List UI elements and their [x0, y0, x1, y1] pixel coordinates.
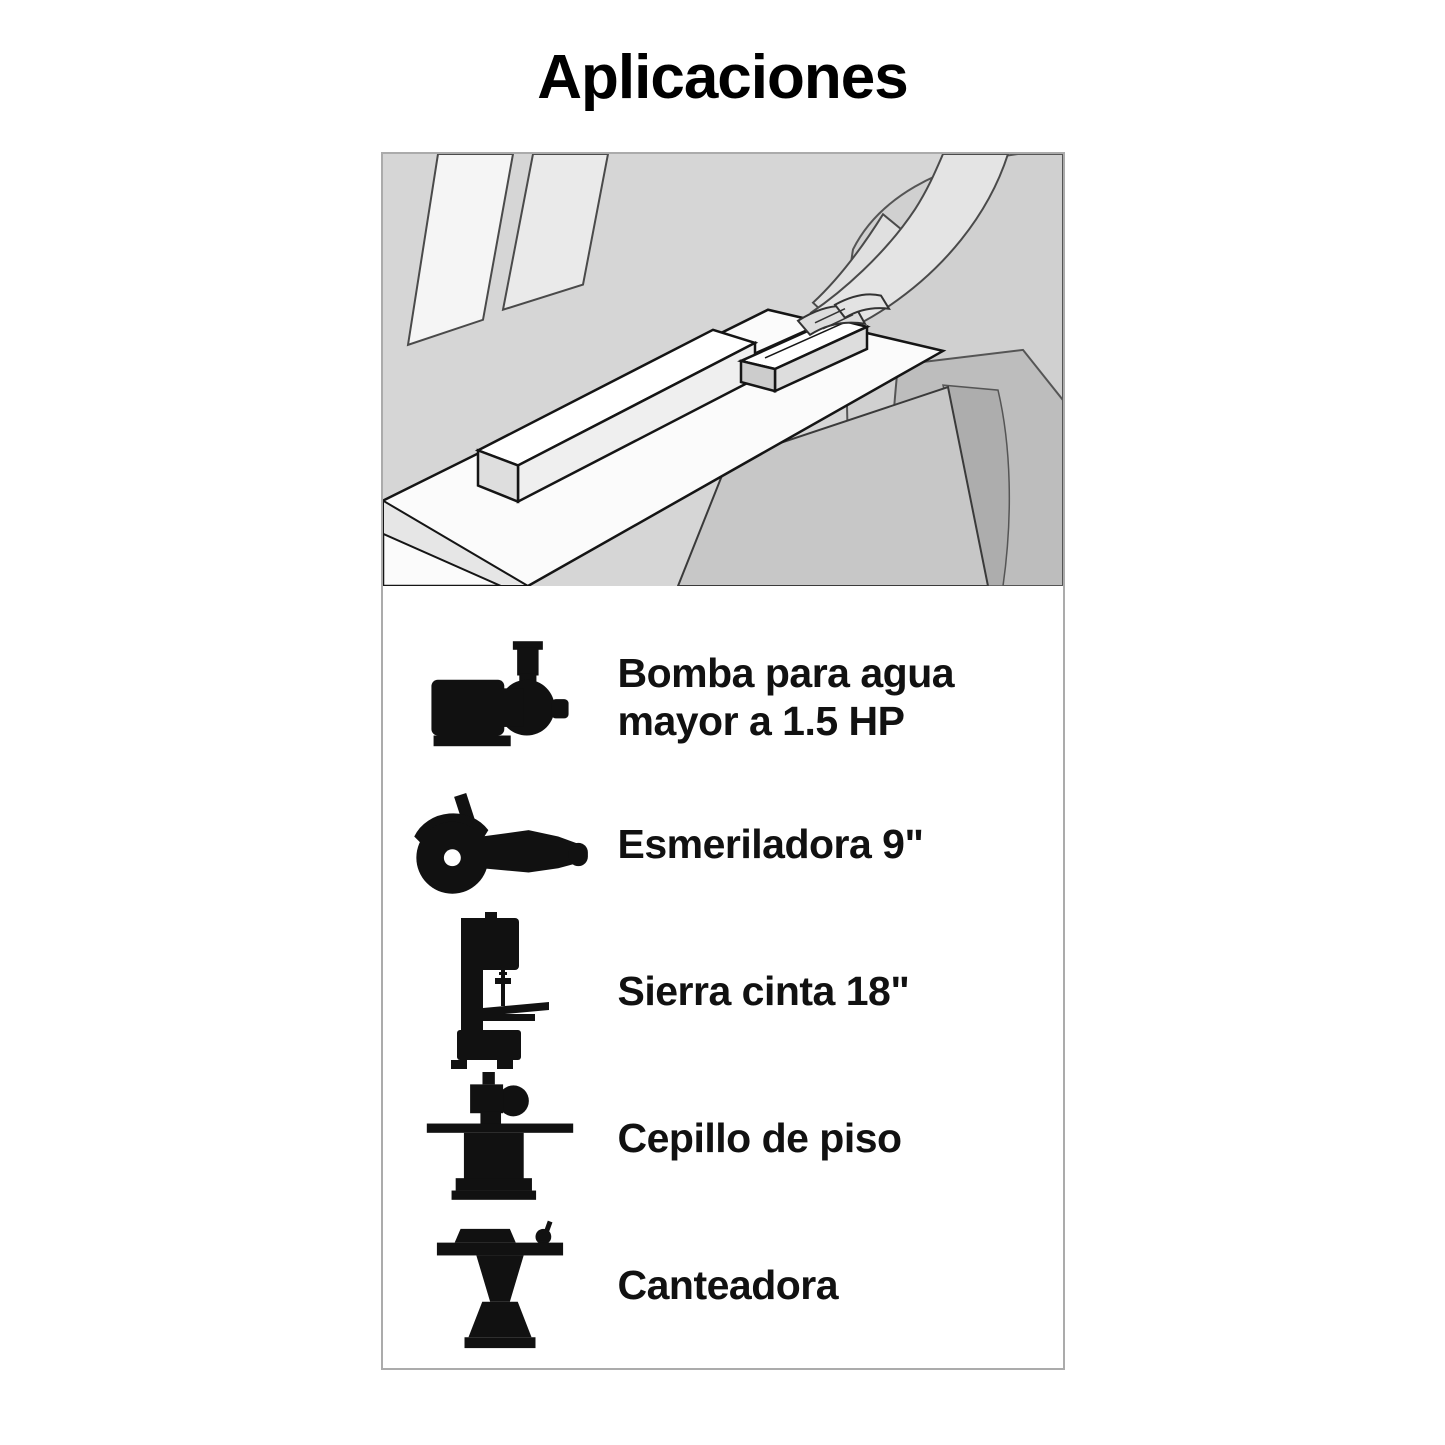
application-item: Sierra cinta 18" [383, 911, 1063, 1069]
application-label: Sierra cinta 18" [617, 967, 910, 1014]
applications-card: Bomba para agua mayor a 1.5 HP Esmerilad… [380, 152, 1065, 1370]
floor-planer-icon [383, 1071, 618, 1206]
application-item: Esmeriladora 9" [383, 771, 1063, 918]
application-item: Cepillo de piso [383, 1065, 1063, 1212]
application-label: Canteadora [617, 1261, 839, 1308]
jointer-icon [383, 1217, 618, 1355]
application-item: Canteadora [383, 1212, 1063, 1359]
band-saw-icon [383, 911, 618, 1072]
water-pump-icon [383, 639, 618, 757]
application-item: Bomba para agua mayor a 1.5 HP [383, 624, 1063, 771]
applications-list: Bomba para agua mayor a 1.5 HP Esmerilad… [383, 586, 1063, 1359]
jointer-use-illustration [382, 154, 1063, 586]
angle-grinder-icon [383, 792, 618, 898]
application-label: Bomba para agua mayor a 1.5 HP [617, 650, 955, 744]
application-label: Esmeriladora 9" [617, 820, 924, 867]
page-title: Aplicaciones [537, 43, 908, 112]
application-label: Cepillo de piso [617, 1114, 903, 1161]
